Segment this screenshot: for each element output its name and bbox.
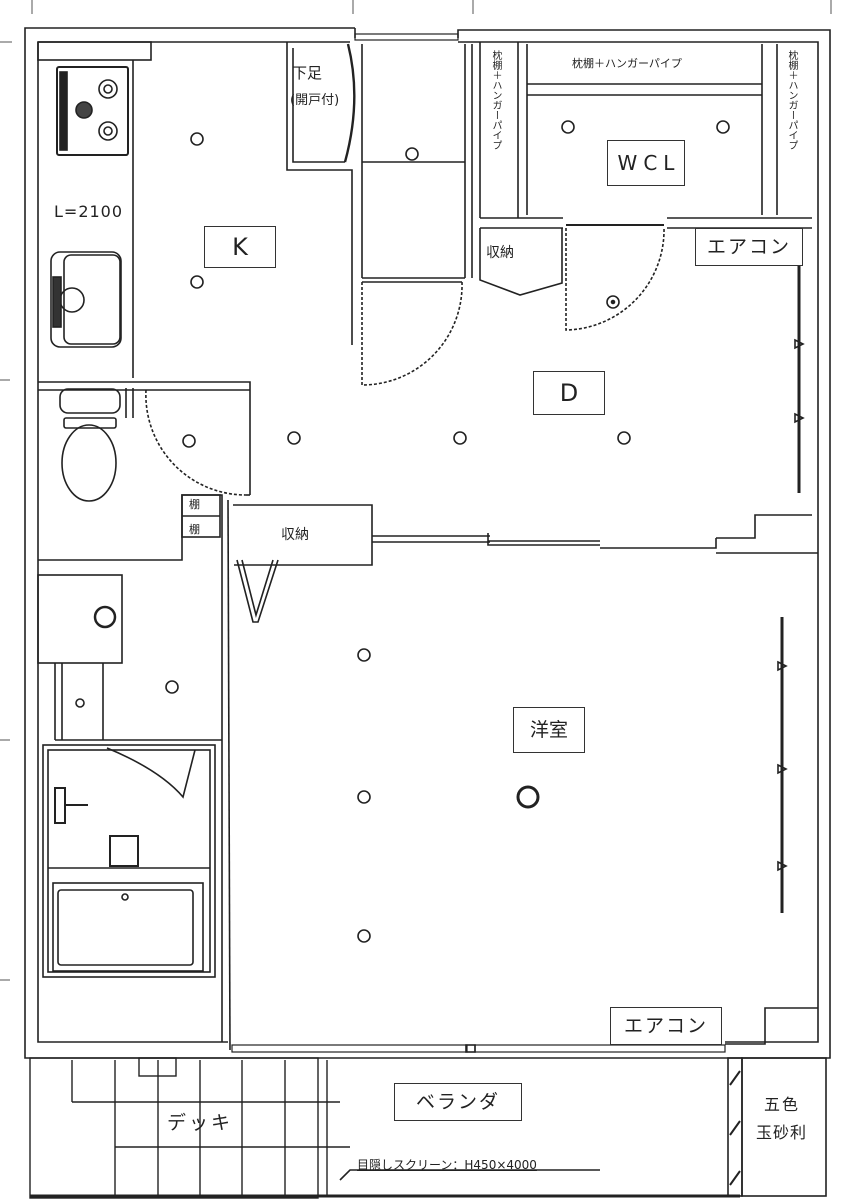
kitchen-length-label: L=2100 <box>54 202 124 221</box>
veranda-outline <box>30 1057 827 1198</box>
room-label-veranda: ベランダ <box>394 1083 522 1121</box>
air-conditioner-label-western: エアコン <box>610 1007 722 1045</box>
deck-grid <box>29 1057 350 1199</box>
shelf-hanger-label-left: 枕棚＋ハンガーパイプ <box>490 50 501 150</box>
western-right-wall <box>725 617 818 1045</box>
toilet-room <box>38 381 251 1042</box>
room-label-western-room: 洋室 <box>513 707 585 753</box>
shoe-cabinet-label: 下足 <box>292 64 323 82</box>
shoe-cabinet-door-note: (開戸付) <box>290 93 340 108</box>
wcl-walls <box>479 42 812 331</box>
room-label-deck: デッキ <box>167 1112 234 1134</box>
storage-label-western: 収納 <box>281 527 309 543</box>
privacy-screen-note: 目隠しスクリーン：H450×4000 <box>357 1158 537 1172</box>
washroom <box>37 574 222 741</box>
room-label-dining: D <box>533 371 605 415</box>
room-label-kitchen: K <box>204 226 276 268</box>
dining-right-wall <box>794 266 805 493</box>
partition-wall <box>227 499 818 1051</box>
room-label-walk-in-closet: WCL <box>607 140 685 186</box>
gravel-label-line2: 玉砂利 <box>756 1123 808 1142</box>
gravel-label-line1: 五色 <box>764 1095 801 1114</box>
air-conditioner-label-dining: エアコン <box>695 228 803 266</box>
outer-walls <box>24 27 831 1059</box>
shelf-hanger-label-right: 枕棚＋ハンガーパイプ <box>786 50 797 150</box>
small-shelf-label-2: 棚 <box>189 523 200 536</box>
entry-storage <box>286 42 473 386</box>
veranda-window <box>231 1044 726 1053</box>
ceiling-lights <box>165 132 631 943</box>
dimension-ticks <box>0 0 832 981</box>
bathroom <box>42 744 216 978</box>
storage-label-wcl: 収納 <box>486 245 514 261</box>
kitchen-counter <box>37 41 152 378</box>
small-shelf-label-1: 棚 <box>189 498 200 511</box>
shelf-hanger-label-top: 枕棚＋ハンガーパイプ <box>572 57 682 70</box>
